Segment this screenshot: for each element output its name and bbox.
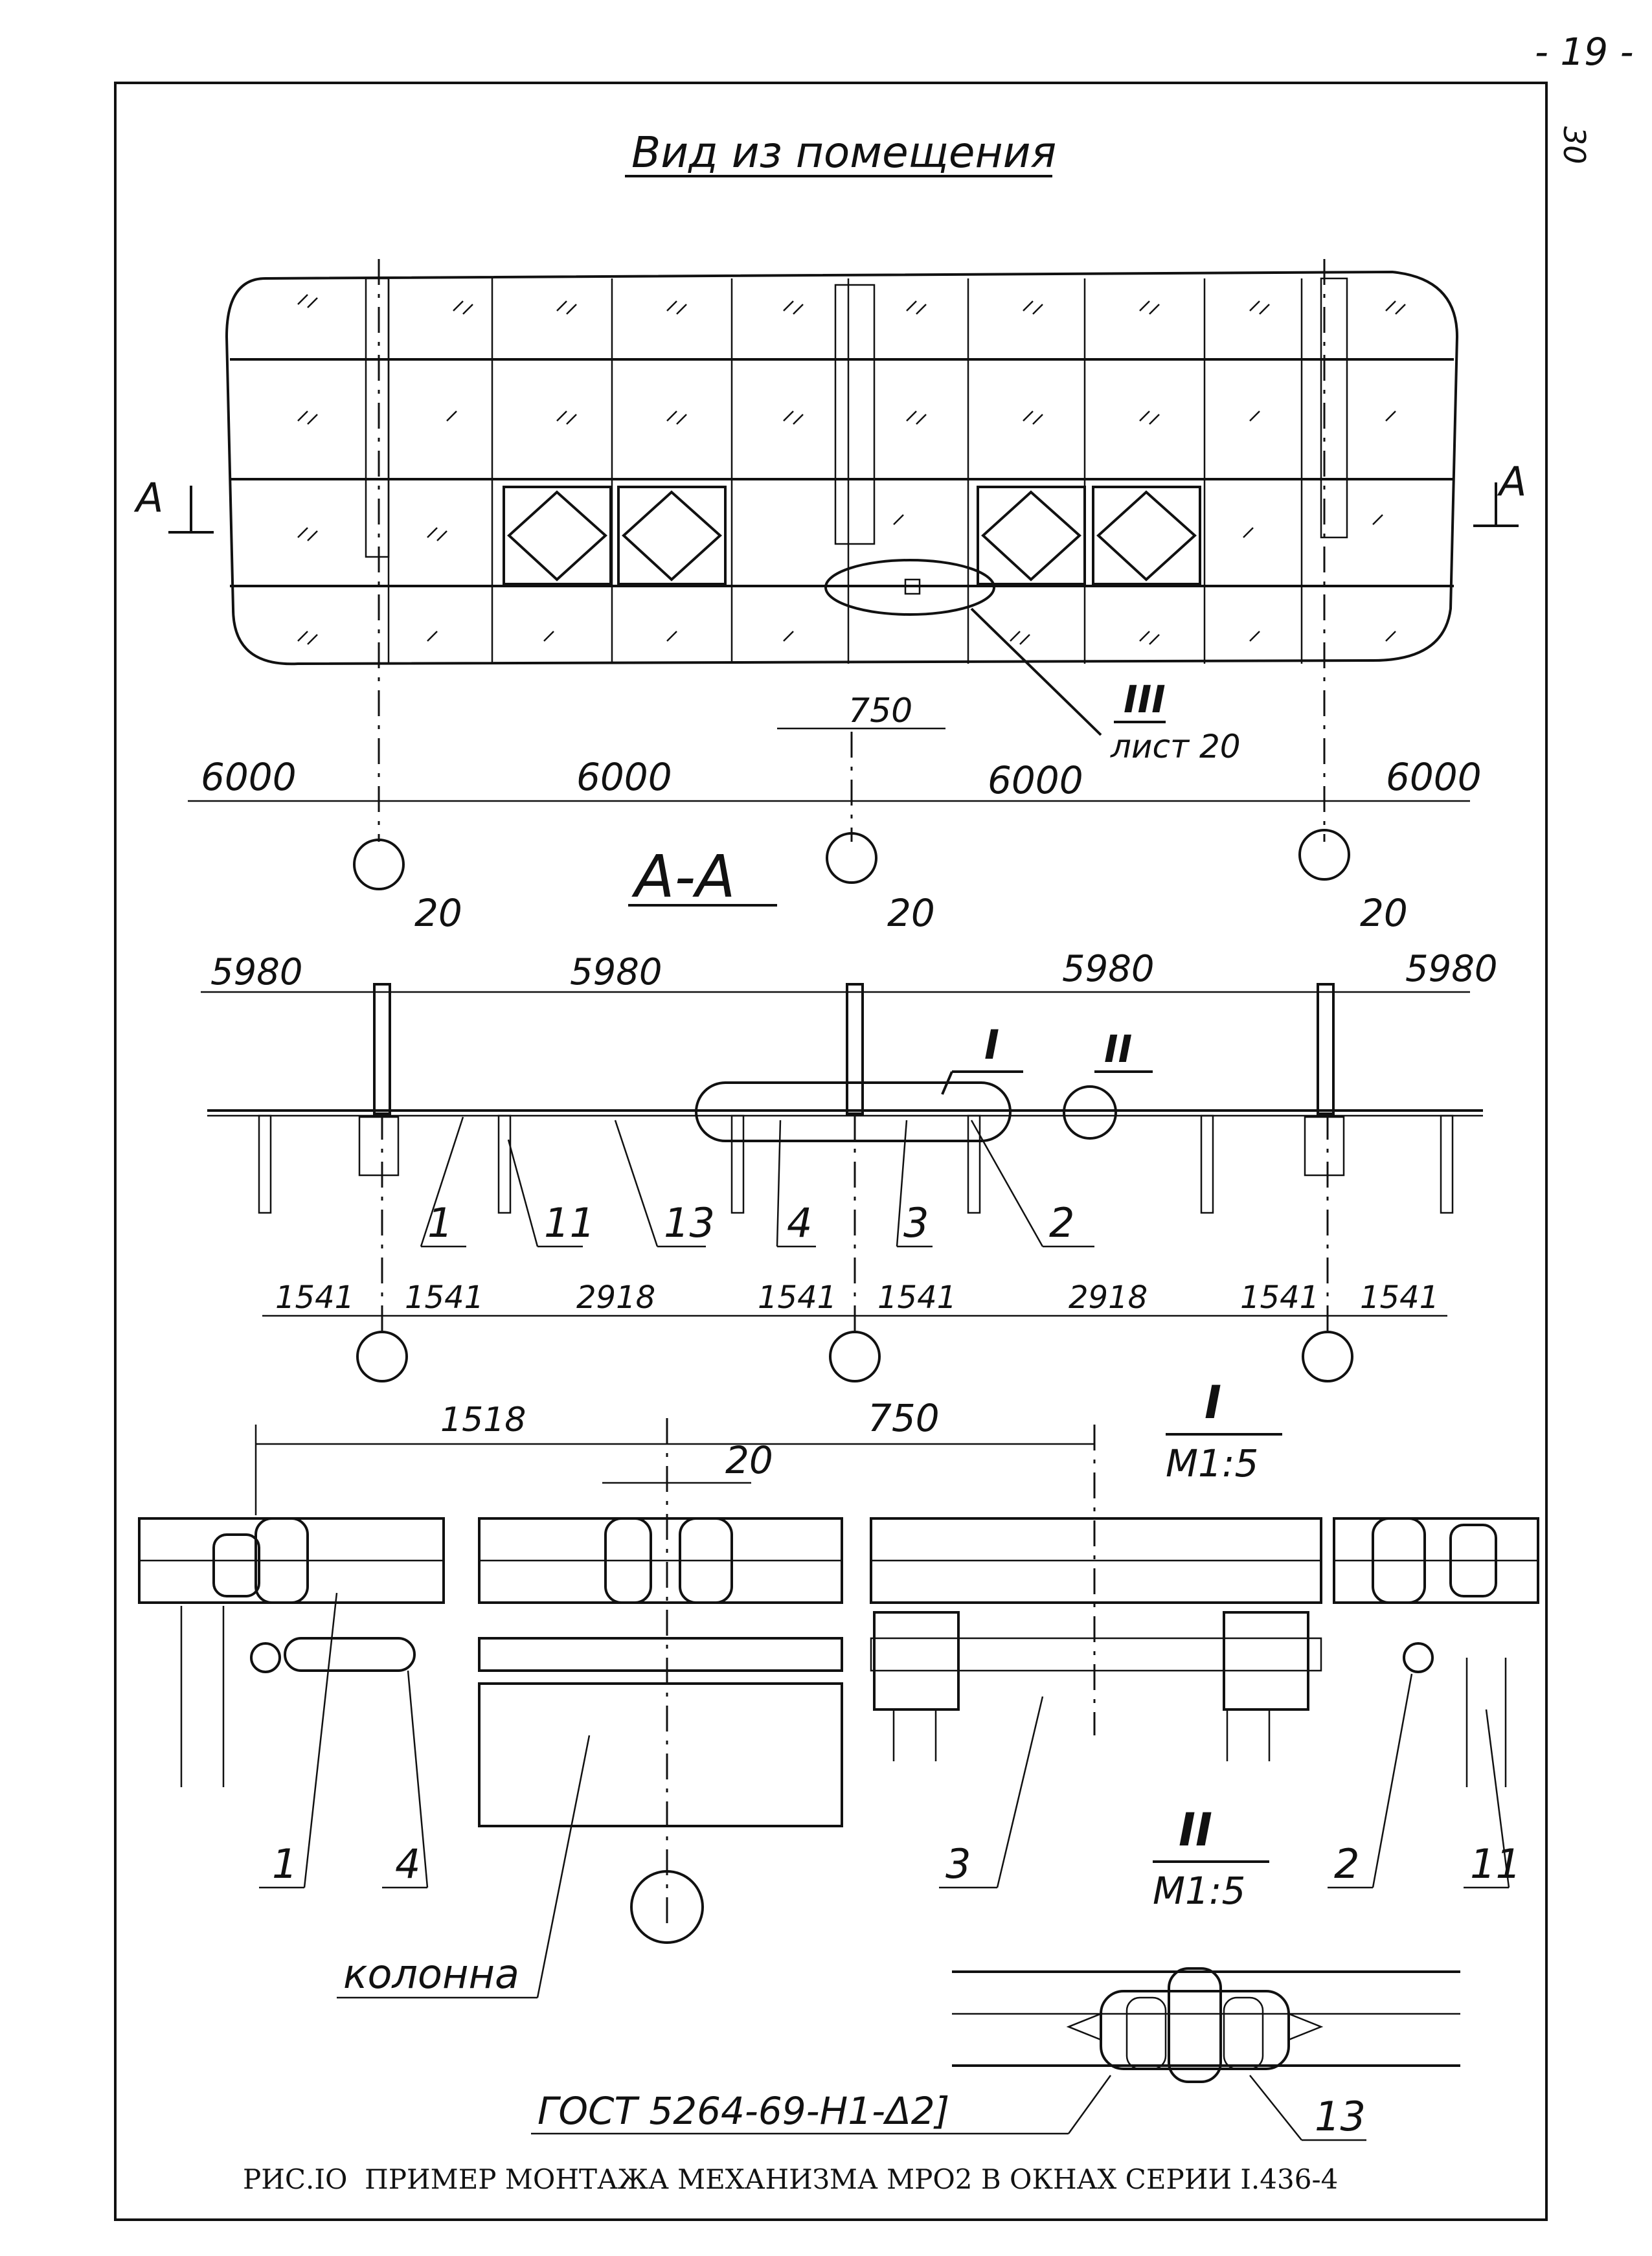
stud: [1440, 1114, 1454, 1214]
stud: [730, 1114, 745, 1214]
span-dim-3: 6000: [988, 758, 1083, 802]
section-dim-1: 5980: [210, 951, 303, 993]
leader-lines-section: [420, 1116, 1094, 1248]
stud: [258, 1114, 272, 1214]
detail-part-1: 1: [272, 1840, 297, 1888]
detail-I-drawing: [138, 1517, 1539, 1827]
page-number: - 19 -: [1535, 30, 1634, 74]
section-mark-left: А: [133, 474, 163, 521]
detail-I-oval: [695, 1081, 1012, 1142]
gap-label-2: 20: [887, 891, 935, 935]
window-outline: [225, 270, 1459, 666]
sheet-margin-number: 30: [1557, 126, 1592, 164]
gost-label: ГОСТ 5264-69-Н1-Δ2]: [537, 2089, 949, 2133]
detail-II-scale: М1:5: [1153, 1869, 1245, 1913]
leader-lines-detail: [259, 1592, 1510, 1889]
stud: [1200, 1114, 1214, 1214]
axis-bubble-lower-1: [356, 1331, 408, 1382]
detail-dim-1518: 1518: [440, 1401, 526, 1439]
detail-II-drawing: [952, 1967, 1460, 2083]
glazing-marks: [297, 294, 1406, 645]
post-2: [846, 983, 864, 1115]
figure-caption: РИС.IO ПРИМЕР МОНТАЖА МЕХАНИЗМА МРО2 В О…: [243, 2163, 1338, 2195]
part-11: 11: [544, 1199, 595, 1246]
section-plan: [207, 983, 1483, 1214]
column-strip-left: [365, 277, 390, 558]
detail-I-scale: М1:5: [1166, 1441, 1258, 1485]
column-stub-1: [358, 1116, 400, 1177]
axis-bubble-2: [826, 832, 877, 884]
dim-750-top: 750: [848, 692, 912, 730]
bottom-dim-6: 2918: [1069, 1280, 1148, 1316]
sheet-frame: [114, 82, 1548, 2221]
detail-part-3: 3: [945, 1840, 971, 1888]
axis-bubble-lower-3: [1302, 1331, 1353, 1382]
detail-part-4: 4: [395, 1840, 420, 1888]
stud: [967, 1114, 981, 1214]
post-3: [1317, 983, 1335, 1115]
axis-bubble-3: [1298, 829, 1350, 881]
section-dim-4: 5980: [1405, 948, 1498, 990]
mechanism-symbol: [904, 578, 921, 595]
bottom-dim-7: 1541: [1240, 1280, 1319, 1316]
axis-bubble-lower-2: [829, 1331, 881, 1382]
section-title: А-А: [631, 843, 736, 911]
part-13: 13: [664, 1199, 715, 1246]
detail-I-ref: I: [1205, 1376, 1221, 1429]
bottom-dim-1: 1541: [275, 1280, 354, 1316]
vent-sash: [503, 486, 612, 585]
gost-leader: [1067, 2075, 1112, 2134]
section-dim-2: 5980: [570, 951, 662, 993]
bottom-dim-4: 1541: [758, 1280, 837, 1316]
detail-ref-I: I: [984, 1021, 999, 1068]
part-3: 3: [903, 1199, 929, 1246]
vent-sash: [977, 486, 1086, 585]
detail-II-ref: II: [1179, 1803, 1212, 1856]
section-mark-right: А: [1497, 458, 1526, 505]
callout-leader-III: [970, 607, 1102, 736]
column-bubble: [630, 1870, 704, 1944]
column-label-leader: [536, 1735, 591, 1998]
bottom-dim-2: 1541: [405, 1280, 484, 1316]
column-strip-right: [1320, 277, 1348, 539]
span-dim-1: 6000: [201, 755, 297, 799]
detail-dim-20: 20: [725, 1438, 773, 1482]
axis-bubble-1: [353, 839, 405, 890]
gap-label-3: 20: [1360, 891, 1408, 935]
bottom-dim-3: 2918: [576, 1280, 655, 1316]
weld-part-leader: [1249, 2075, 1302, 2141]
bottom-dim-8: 1541: [1360, 1280, 1439, 1316]
weld-part-13: 13: [1315, 2093, 1366, 2140]
gap-label-1: 20: [414, 891, 462, 935]
view-title: Вид из помещения: [631, 128, 1056, 177]
vent-sash: [1092, 486, 1201, 585]
stud: [497, 1114, 512, 1214]
part-1: 1: [427, 1199, 453, 1246]
column-stub-3: [1304, 1116, 1345, 1177]
callout-sheet: лист 20: [1110, 728, 1241, 765]
detail-part-2: 2: [1334, 1840, 1359, 1888]
vent-sash: [617, 486, 727, 585]
callout-oval-III: [824, 559, 995, 616]
post-1: [373, 983, 391, 1115]
window-elevation: [225, 270, 1459, 736]
span-dim-2: 6000: [576, 755, 672, 799]
section-dim-3: 5980: [1062, 948, 1155, 990]
detail-ref-I-leader-2: [941, 1071, 953, 1095]
span-dim-4: 6000: [1386, 755, 1482, 799]
detail-dim-750: 750: [868, 1396, 940, 1440]
column-strip-middle: [834, 284, 876, 545]
detail-II-circle: [1063, 1085, 1117, 1140]
column-label: колонна: [343, 1950, 519, 1998]
part-4: 4: [787, 1199, 812, 1246]
detail-ref-II: II: [1104, 1027, 1132, 1071]
part-2: 2: [1049, 1199, 1074, 1246]
callout-ref-III: III: [1124, 677, 1166, 721]
bottom-dim-5: 1541: [877, 1280, 956, 1316]
detail-part-11: 11: [1470, 1840, 1521, 1888]
